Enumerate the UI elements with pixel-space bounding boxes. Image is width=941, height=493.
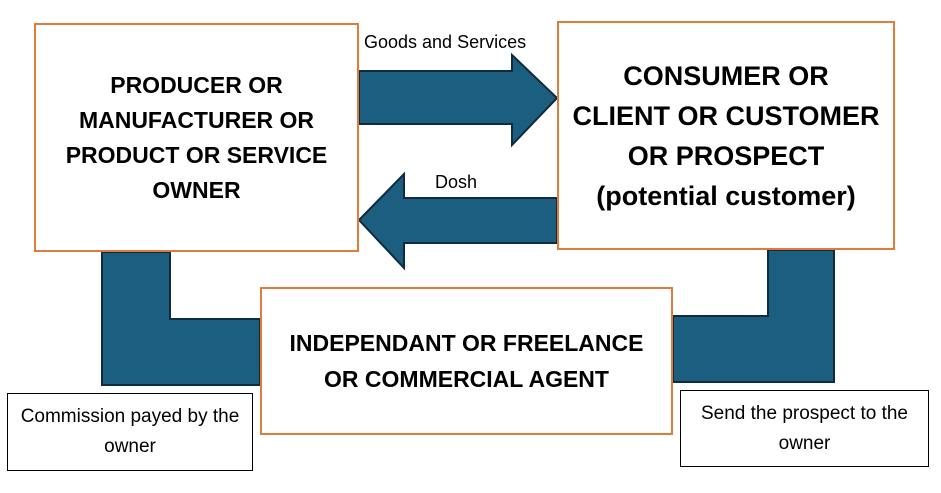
- goods-arrow: [358, 52, 559, 148]
- consumer-box: CONSUMER OR CLIENT OR CUSTOMER OR PROSPE…: [557, 21, 895, 250]
- consumer-label: CONSUMER OR CLIENT OR CUSTOMER OR PROSPE…: [572, 60, 880, 211]
- commission-note: Commission payed by the owner: [7, 393, 253, 471]
- producer-label: PRODUCER OR MANUFACTURER OR PRODUCT OR S…: [65, 71, 328, 203]
- goods-flow-label: Goods and Services: [364, 32, 527, 52]
- send-prospect-note-text: Send the prospect to the owner: [700, 402, 909, 454]
- dosh-arrow: [357, 171, 558, 271]
- send-prospect-note: Send the prospect to the owner: [680, 390, 929, 467]
- agent-label: INDEPENDANT OR FREELANCE OR COMMERCIAL A…: [289, 330, 644, 392]
- agent-box: INDEPENDANT OR FREELANCE OR COMMERCIAL A…: [260, 287, 673, 435]
- commission-connector: [101, 251, 261, 386]
- prospect-connector: [672, 249, 835, 383]
- dosh-flow-label: Dosh: [435, 172, 478, 192]
- producer-box: PRODUCER OR MANUFACTURER OR PRODUCT OR S…: [34, 23, 359, 252]
- commission-note-text: Commission payed by the owner: [20, 406, 240, 457]
